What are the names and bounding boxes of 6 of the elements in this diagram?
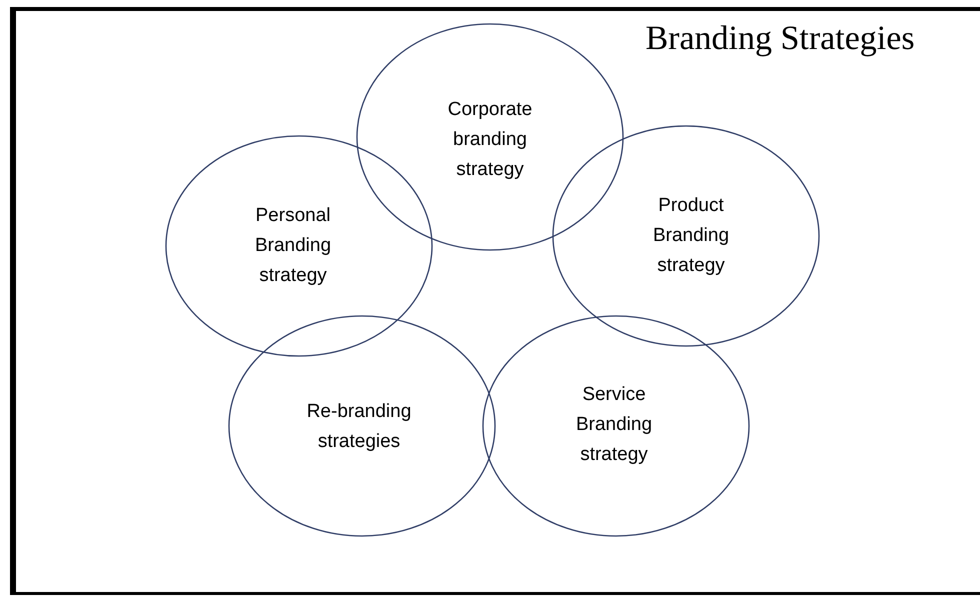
circle-label: Service Branding strategy	[574, 383, 654, 467]
circle-label: Re-branding strategies	[306, 400, 412, 454]
circle-label: Corporate branding strategy	[446, 98, 534, 182]
circle-label: Personal Branding strategy	[254, 204, 332, 288]
circle-label: Product Branding strategy	[652, 194, 730, 278]
diagram-title: Branding Strategies	[644, 20, 916, 58]
